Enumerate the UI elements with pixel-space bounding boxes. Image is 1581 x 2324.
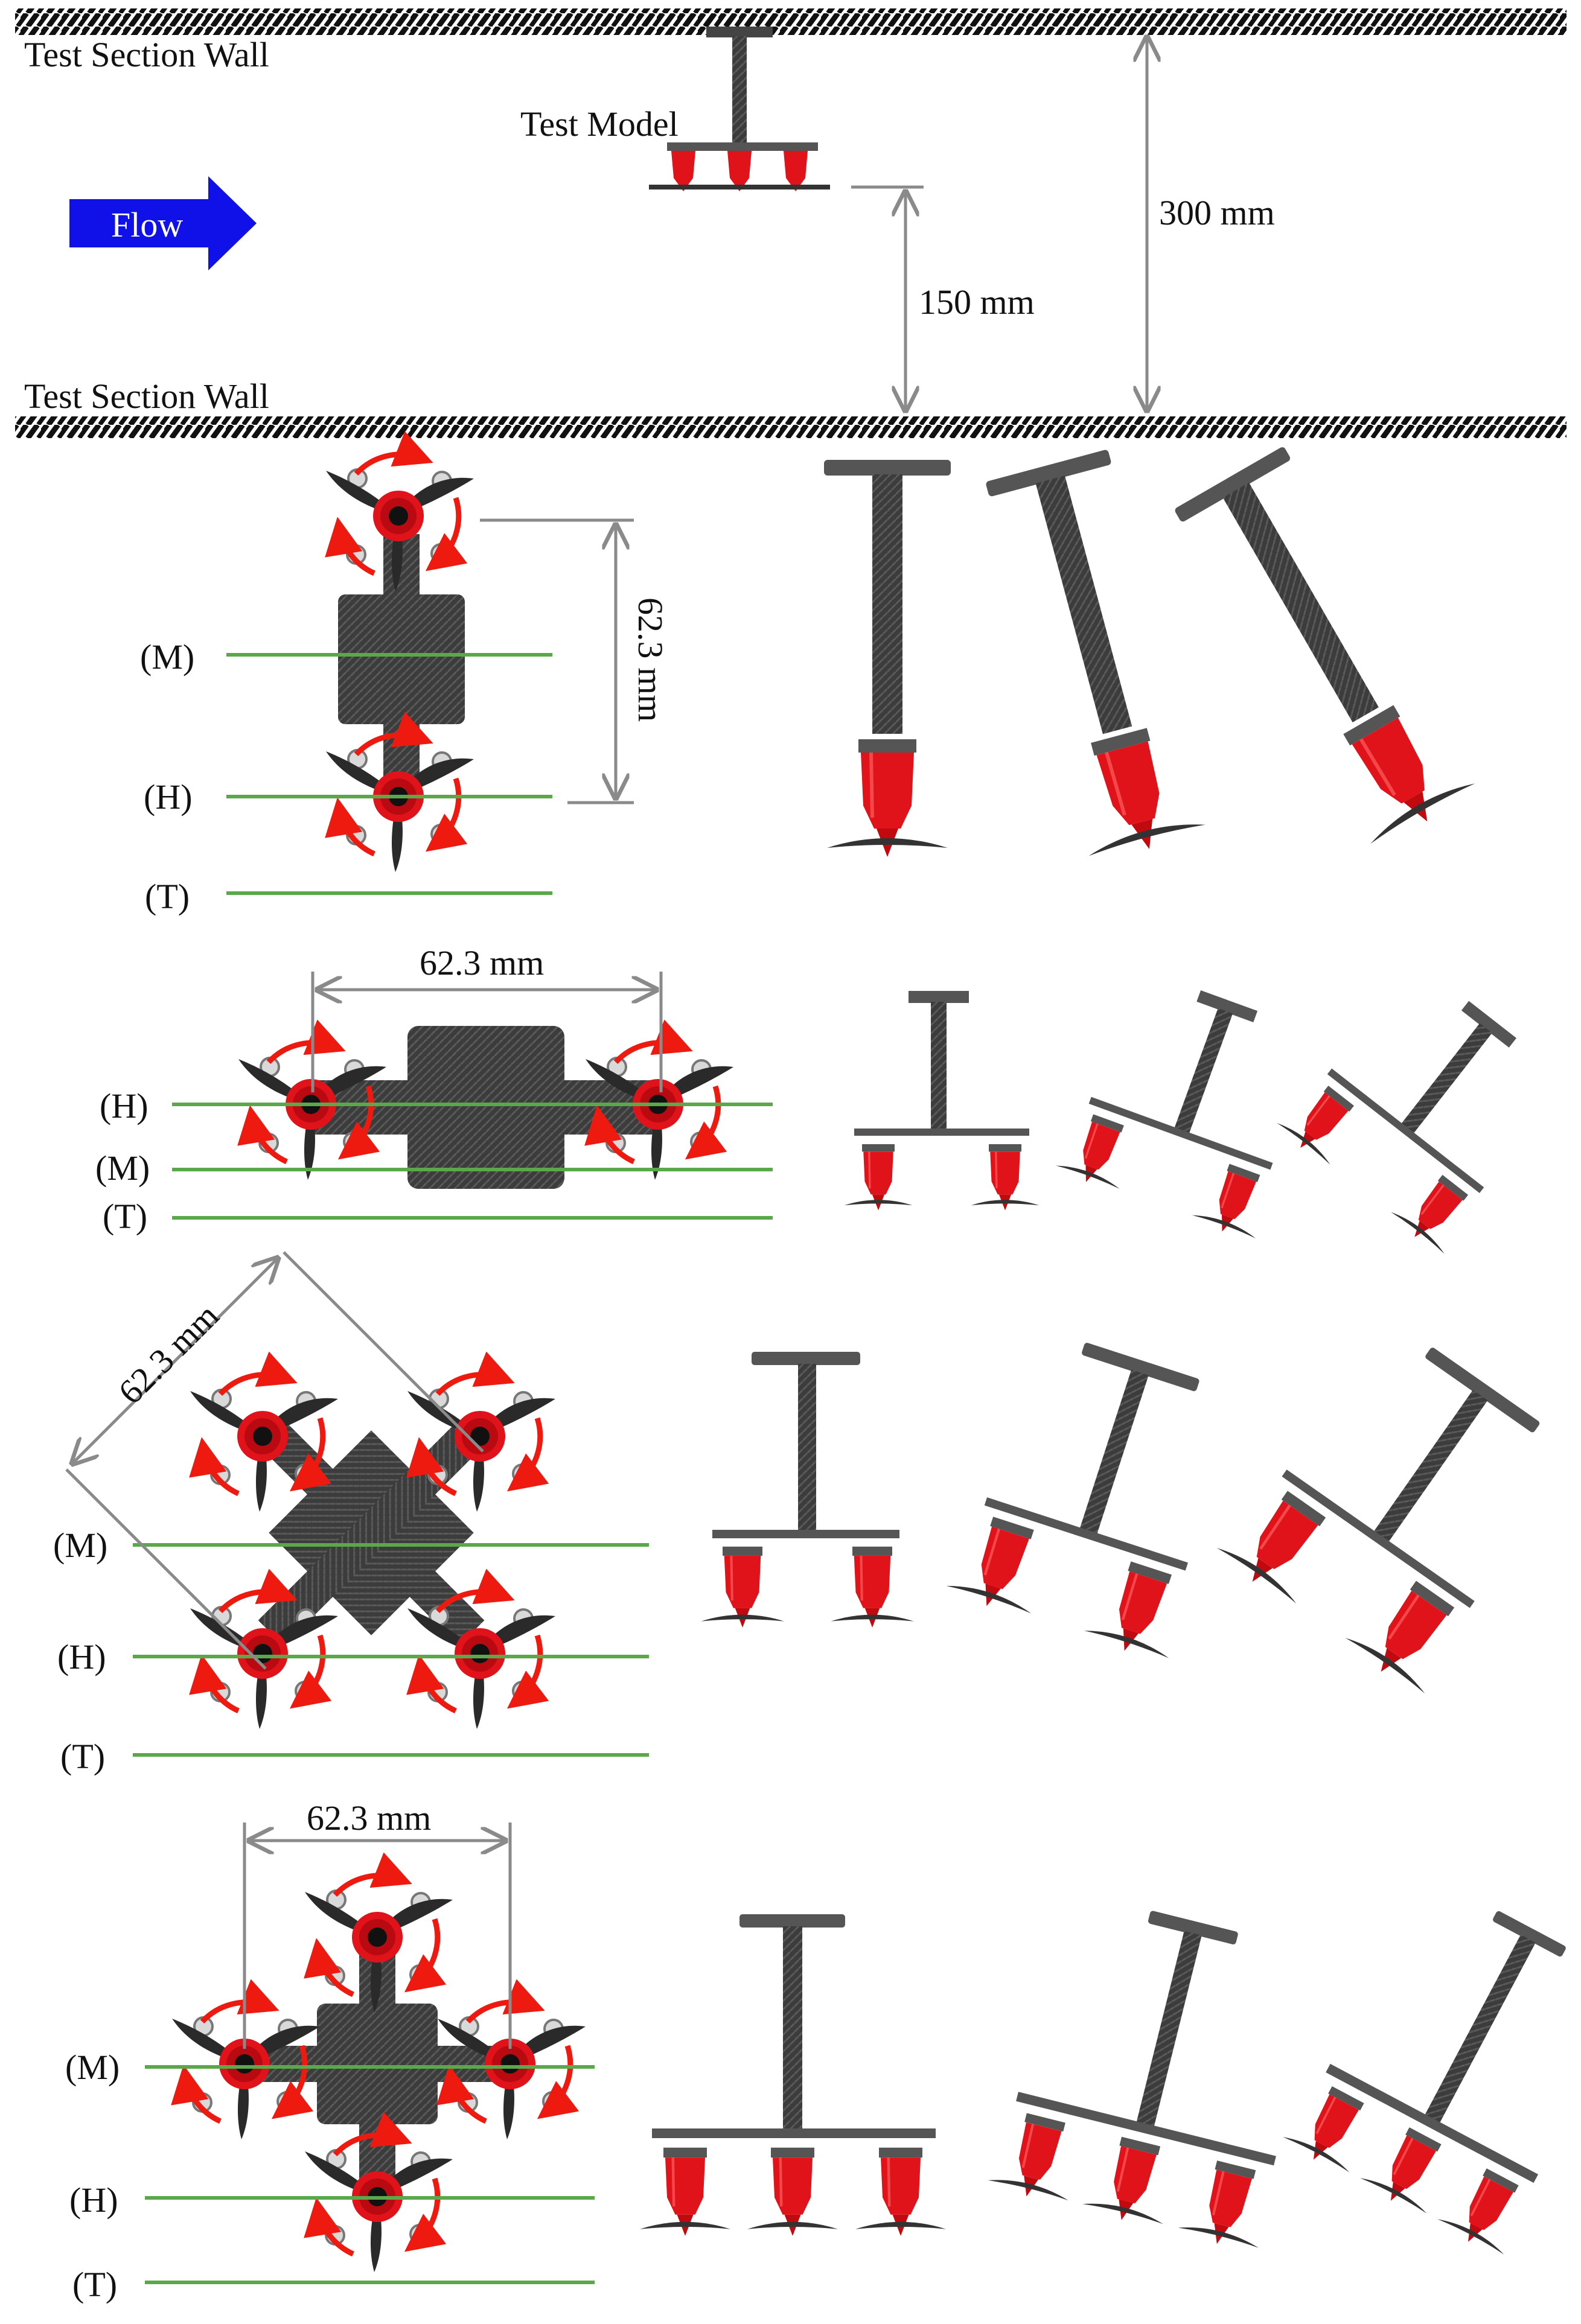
plane-label-t: (T) bbox=[72, 2265, 117, 2304]
dimension-300: 300 mm bbox=[1159, 193, 1275, 232]
plane-label-t: (T) bbox=[145, 877, 190, 916]
rotor-front bbox=[305, 1876, 453, 2013]
config-3-top-view: (M) (H) (T) 62.3 mm bbox=[53, 1251, 649, 1776]
side-view-0deg bbox=[640, 1914, 946, 2236]
config-1: (M) (H) (T) 62.3 mm bbox=[140, 447, 1480, 916]
config-4: (M) (H) (T) 62.3 mm bbox=[65, 1798, 1566, 2304]
plane-label-h: (H) bbox=[100, 1086, 149, 1125]
config-2-side-views bbox=[844, 990, 1516, 1258]
plane-label-m: (M) bbox=[140, 637, 194, 677]
side-view-tilt-2 bbox=[1212, 1348, 1540, 1700]
bottom-wall bbox=[15, 416, 1567, 438]
side-view-0deg bbox=[824, 460, 951, 857]
test-model-small bbox=[649, 27, 830, 191]
config-2: (H) (M) (T) 62.3 mm bbox=[95, 943, 1516, 1258]
side-view-tilt-2 bbox=[1175, 447, 1480, 852]
dimension-lines bbox=[851, 37, 1147, 410]
config-4-dimension: 62.3 mm bbox=[307, 1798, 431, 1838]
config-1-top-view: (M) (H) (T) 62.3 mm bbox=[140, 454, 670, 916]
bottom-wall-label: Test Section Wall bbox=[24, 377, 269, 416]
plane-label-h: (H) bbox=[57, 1637, 106, 1676]
side-view-tilt-1 bbox=[944, 1343, 1199, 1665]
model-label: Test Model bbox=[520, 104, 679, 144]
plane-label-h: (H) bbox=[144, 777, 193, 817]
config-3-side-views bbox=[701, 1343, 1540, 1700]
config-3-dimension: 62.3 mm bbox=[110, 1296, 226, 1412]
config-2-top-view: (H) (M) (T) 62.3 mm bbox=[95, 943, 773, 1236]
side-view-tilt-2 bbox=[1280, 1911, 1566, 2260]
reference-planes bbox=[226, 653, 552, 895]
flow-arrow: Flow bbox=[69, 176, 257, 270]
side-view-0deg bbox=[844, 991, 1040, 1211]
top-wall bbox=[15, 8, 1567, 35]
plane-label-m: (M) bbox=[95, 1148, 150, 1188]
rotor-front bbox=[326, 454, 474, 591]
plane-label-t: (T) bbox=[60, 1737, 105, 1776]
plane-label-t: (T) bbox=[103, 1197, 147, 1236]
flow-label: Flow bbox=[111, 205, 183, 244]
side-view-tilt-1 bbox=[986, 1911, 1277, 2254]
side-view-0deg bbox=[701, 1352, 914, 1628]
config-4-top-view: (M) (H) (T) 62.3 mm bbox=[65, 1798, 595, 2304]
side-view-tilt-1 bbox=[986, 450, 1208, 865]
plane-label-h: (H) bbox=[69, 2180, 118, 2220]
plane-label-m: (M) bbox=[53, 1526, 107, 1565]
config-4-side-views bbox=[640, 1911, 1566, 2260]
wind-tunnel-section: Test Section Wall Test Section Wall Test… bbox=[15, 8, 1567, 438]
plane-label-m: (M) bbox=[65, 2048, 120, 2087]
top-wall-label: Test Section Wall bbox=[24, 35, 269, 74]
side-view-tilt-1 bbox=[1054, 990, 1277, 1244]
config-2-dimension: 62.3 mm bbox=[420, 943, 544, 982]
side-view-tilt-2 bbox=[1273, 1001, 1516, 1258]
rotor-rear-right bbox=[407, 1592, 555, 1729]
config-1-side-views bbox=[824, 447, 1480, 865]
config-3: (M) (H) (T) 62.3 mm bbox=[53, 1251, 1540, 1776]
config-1-dimension: 62.3 mm bbox=[631, 597, 670, 722]
dimension-150: 150 mm bbox=[919, 282, 1035, 322]
